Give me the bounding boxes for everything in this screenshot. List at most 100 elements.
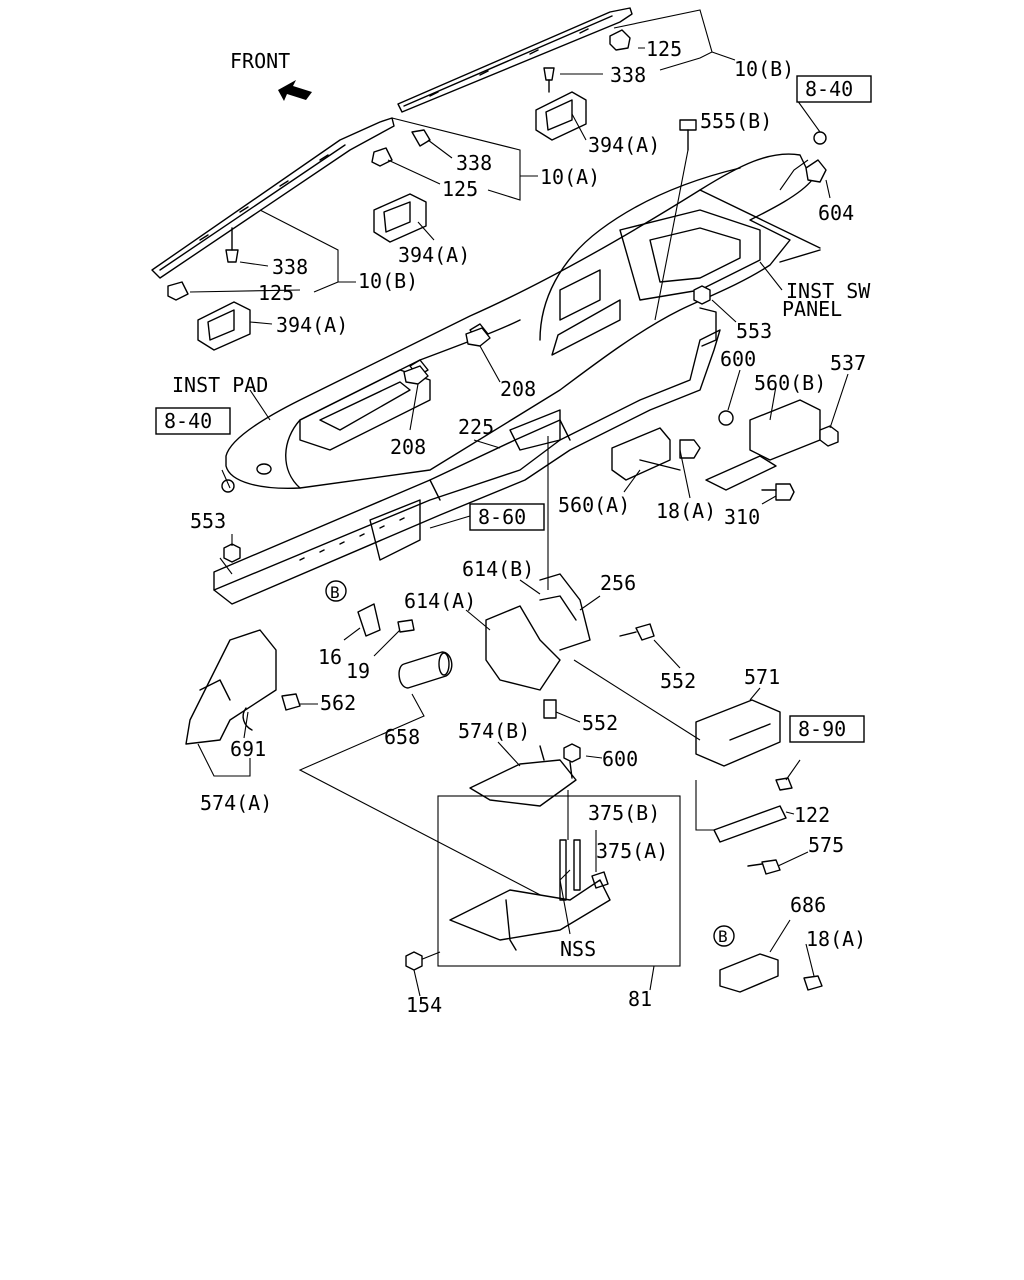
label-208-upper: 208 bbox=[500, 377, 536, 401]
label-553-right: 553 bbox=[736, 319, 772, 343]
nut-600-lower-icon bbox=[563, 743, 581, 763]
label-552-upper: 552 bbox=[660, 669, 696, 693]
label-575: 575 bbox=[808, 833, 844, 857]
b-marker-left-icon bbox=[325, 580, 347, 602]
assembly-81-box bbox=[419, 795, 681, 967]
label-600-right: 600 bbox=[720, 347, 756, 371]
bolt-555b-icon bbox=[654, 119, 697, 321]
label-19: 19 bbox=[346, 659, 370, 683]
plate-122 bbox=[713, 805, 787, 843]
ref-mid-label: 8-60 bbox=[478, 505, 526, 529]
label-b-right: B bbox=[718, 927, 728, 946]
cross-car-beam bbox=[213, 329, 721, 605]
label-125-top: 125 bbox=[646, 37, 682, 61]
bracket-560a bbox=[611, 427, 681, 481]
front-label: FRONT bbox=[230, 49, 290, 73]
bolt-310-icon bbox=[761, 483, 795, 501]
bracket-394a-mid bbox=[373, 193, 427, 243]
label-394a-low: 394(A) bbox=[276, 313, 348, 337]
front-arrow-icon bbox=[278, 80, 312, 101]
label-560b: 560(B) bbox=[754, 371, 826, 395]
clip-208-lower bbox=[403, 365, 429, 385]
label-310: 310 bbox=[724, 505, 760, 529]
nut-154-icon bbox=[405, 951, 423, 971]
label-b-left: B bbox=[330, 583, 340, 602]
bolt-18a-mid-icon bbox=[679, 439, 701, 459]
label-562: 562 bbox=[320, 691, 356, 715]
bolt-19-icon bbox=[397, 619, 415, 633]
label-10b-low: 10(B) bbox=[358, 269, 418, 293]
label-553-left: 553 bbox=[190, 509, 226, 533]
ref-box-left[interactable]: 8-40 bbox=[155, 407, 231, 435]
label-552-lower: 552 bbox=[582, 711, 618, 735]
ref-right-label: 8-90 bbox=[798, 717, 846, 741]
label-16: 16 bbox=[318, 645, 342, 669]
nut-537-icon bbox=[819, 425, 839, 447]
bolt-552-upper-icon bbox=[619, 623, 655, 641]
bracket-16 bbox=[357, 603, 381, 637]
clip-125-top bbox=[609, 29, 631, 51]
ref-top-label: 8-40 bbox=[805, 77, 853, 101]
ref-left-label: 8-40 bbox=[164, 409, 212, 433]
clip-125-mid bbox=[371, 147, 393, 167]
label-inst-pad: INST PAD bbox=[172, 373, 268, 397]
washer-600-right-icon bbox=[718, 410, 734, 426]
fastener-338-low bbox=[225, 227, 239, 263]
label-600-lower: 600 bbox=[602, 747, 638, 771]
bracket-574a bbox=[185, 629, 277, 745]
bracket-394a-low bbox=[197, 301, 251, 351]
label-555b: 555(B) bbox=[700, 109, 772, 133]
label-574b: 574(B) bbox=[458, 719, 530, 743]
label-574a: 574(A) bbox=[200, 791, 272, 815]
label-nss: NSS bbox=[560, 937, 596, 961]
fastener-338-top bbox=[543, 67, 555, 93]
ref-box-top[interactable]: 8-40 bbox=[796, 75, 872, 103]
label-691: 691 bbox=[230, 737, 266, 761]
bolt-8-90-icon bbox=[775, 777, 793, 791]
bolt-562-icon bbox=[281, 693, 301, 711]
label-10a: 10(A) bbox=[540, 165, 600, 189]
instrument-pad bbox=[225, 153, 821, 490]
bracket-assembly-614 bbox=[485, 573, 591, 691]
label-338-top: 338 bbox=[610, 63, 646, 87]
label-686: 686 bbox=[790, 893, 826, 917]
label-338-mid: 338 bbox=[456, 151, 492, 175]
label-225: 225 bbox=[458, 415, 494, 439]
bracket-394a-top bbox=[535, 91, 587, 141]
bracket-686 bbox=[719, 953, 779, 993]
clip-208-upper bbox=[465, 327, 491, 347]
washer-left-icon bbox=[221, 479, 235, 493]
bolt-552-lower-icon bbox=[543, 699, 557, 719]
label-537: 537 bbox=[830, 351, 866, 375]
clip-125-low bbox=[167, 281, 189, 301]
label-154: 154 bbox=[406, 993, 442, 1017]
label-614a: 614(A) bbox=[404, 589, 476, 613]
label-10b-top: 10(B) bbox=[734, 57, 794, 81]
b-marker-right-icon bbox=[713, 925, 735, 947]
defroster-strip-upper bbox=[397, 7, 633, 113]
tube-658 bbox=[398, 651, 453, 689]
washer-8-40-icon bbox=[813, 131, 827, 145]
ref-box-right[interactable]: 8-90 bbox=[789, 715, 865, 743]
clip-604-icon bbox=[805, 159, 827, 183]
box-571 bbox=[695, 699, 781, 767]
label-208-lower: 208 bbox=[390, 435, 426, 459]
label-256: 256 bbox=[600, 571, 636, 595]
label-125-mid: 125 bbox=[442, 177, 478, 201]
bolt-575-icon bbox=[747, 859, 781, 875]
label-122: 122 bbox=[794, 803, 830, 827]
bracket-574b bbox=[469, 745, 577, 807]
label-394a-top: 394(A) bbox=[588, 133, 660, 157]
label-604: 604 bbox=[818, 201, 854, 225]
label-18a-low: 18(A) bbox=[806, 927, 866, 951]
label-614b: 614(B) bbox=[462, 557, 534, 581]
ref-box-mid[interactable]: 8-60 bbox=[469, 503, 545, 531]
nut-553-left-icon bbox=[223, 543, 241, 563]
label-338-low: 338 bbox=[272, 255, 308, 279]
label-inst-sw: INST SW bbox=[786, 279, 871, 303]
label-125-low: 125 bbox=[258, 281, 294, 305]
fastener-338-mid bbox=[411, 129, 431, 147]
bracket-near-553-right bbox=[699, 307, 717, 347]
label-375a: 375(A) bbox=[596, 839, 668, 863]
